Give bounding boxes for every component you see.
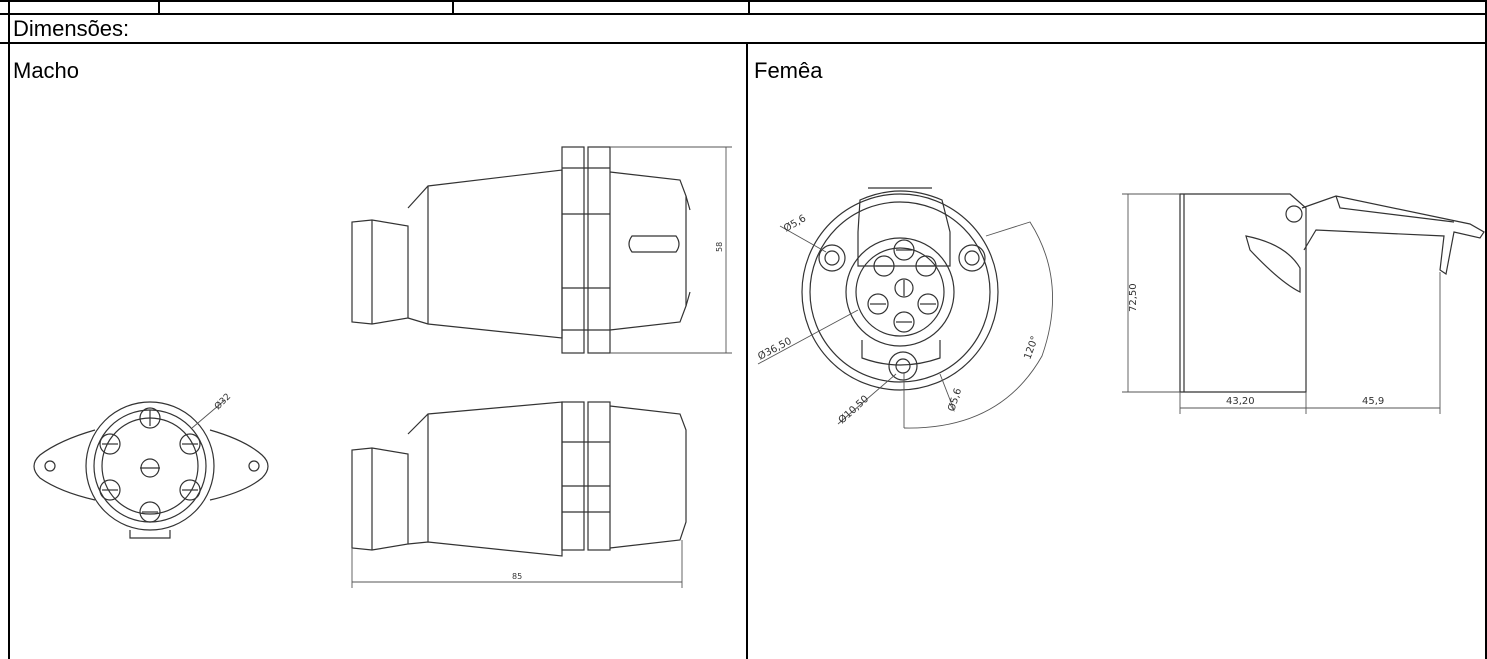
male-front-view (33, 399, 269, 539)
male-connector-drawing: Ø32 58 85 (33, 146, 732, 588)
table-right-border (1485, 0, 1487, 659)
female-body-depth-text: 43,20 (1226, 396, 1255, 407)
male-side-view-bottom (351, 401, 687, 557)
female-lid-depth-text: 45,9 (1362, 396, 1384, 407)
table-row-border (0, 42, 1487, 44)
female-side-view (1179, 193, 1485, 393)
male-diameter-text: Ø32 (212, 391, 233, 412)
female-hole-diameter-text: Ø5,6 (782, 212, 809, 234)
table-column-divider (746, 42, 748, 659)
female-bolt-circle-text: Ø36,50 (756, 335, 794, 363)
table-left-border (8, 0, 10, 659)
male-height-text: 58 (715, 242, 724, 252)
table-top-row-divider-1 (158, 0, 160, 14)
dimension-58 (610, 146, 732, 354)
table-top-row-border (0, 0, 1487, 2)
table-top-row-divider-2 (452, 0, 454, 14)
male-side-view-top (351, 146, 691, 354)
table-top-row-divider-3 (748, 0, 750, 14)
dimension-85 (351, 540, 683, 588)
female-pin-diameter-text: Ø5,6 (945, 387, 964, 413)
female-height-text: 72,50 (1128, 283, 1139, 312)
male-length-text: 85 (512, 572, 522, 581)
female-connector-drawing: Ø5,6 Ø36,50 Ø10,50 Ø5,6 120° 72,50 43,20… (756, 187, 1485, 429)
female-label: Femêa (754, 58, 823, 83)
section-label: Dimensões: (13, 16, 130, 41)
female-angle-text: 120° (1022, 335, 1041, 361)
male-label: Macho (13, 58, 80, 83)
female-side-dimensions (1122, 193, 1441, 414)
female-front-view (801, 187, 999, 391)
female-hole-diameter-2-text: Ø10,50 (836, 393, 871, 426)
table-row-border (0, 13, 1487, 15)
female-dimension-lines (757, 221, 1053, 429)
